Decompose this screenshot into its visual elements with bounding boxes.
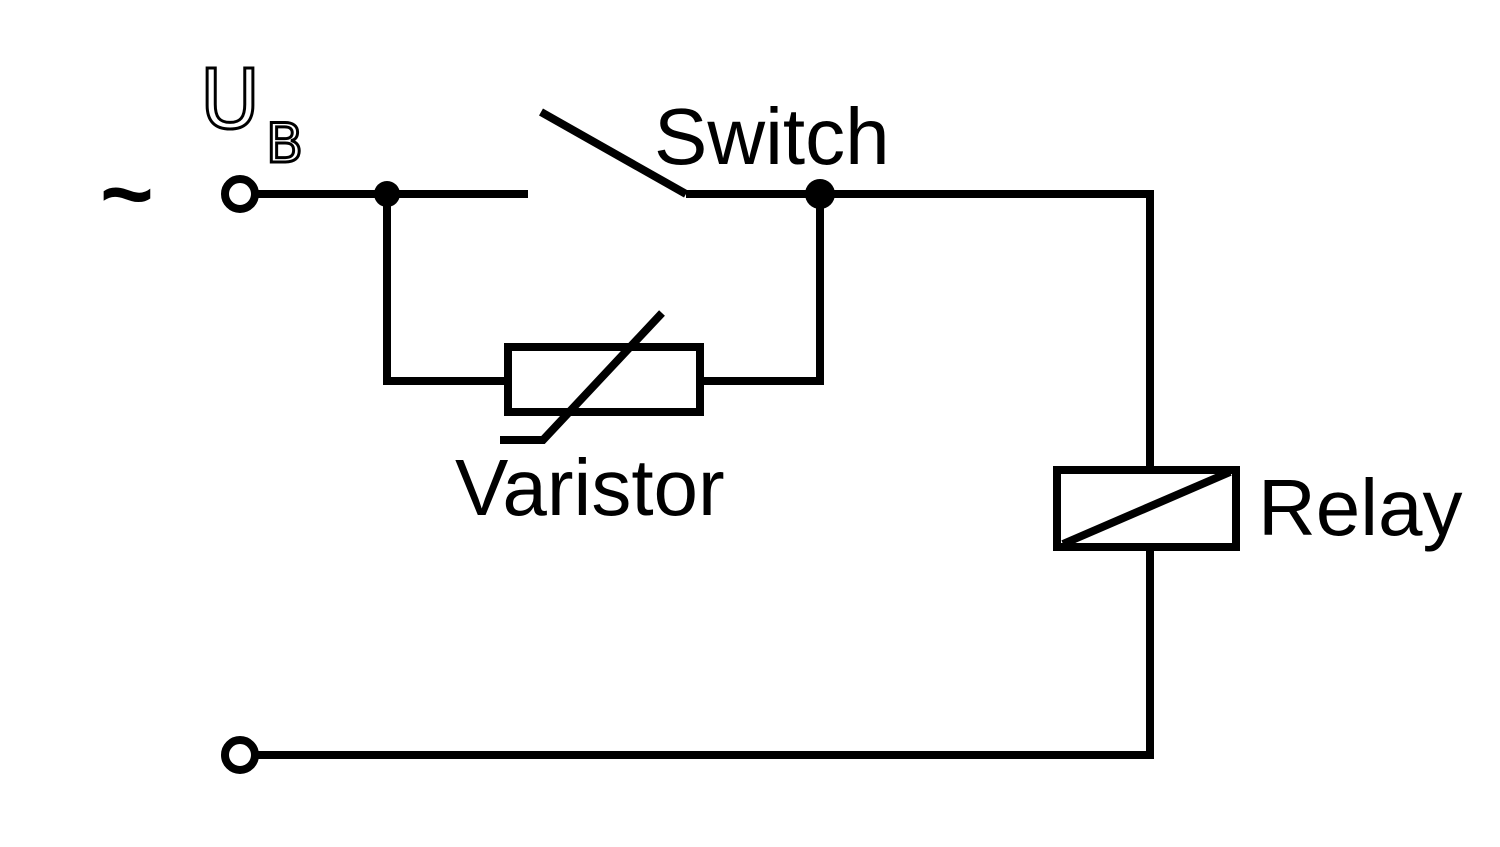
varistor-right-wire bbox=[700, 194, 824, 385]
bottom-terminal bbox=[221, 736, 259, 774]
varistor-left-wire bbox=[383, 194, 506, 385]
supply-voltage-subscript: B bbox=[266, 112, 303, 175]
supply-voltage-label: U bbox=[200, 53, 260, 148]
switch-label: Switch bbox=[654, 92, 890, 181]
switch-blade bbox=[539, 108, 688, 198]
relay-coil-diagonal bbox=[1061, 468, 1232, 548]
varistor-diagonal bbox=[500, 310, 665, 444]
junction-dot-left bbox=[374, 181, 400, 207]
top-terminal bbox=[221, 175, 259, 213]
ac-symbol: ~ bbox=[100, 143, 154, 245]
relay-label: Relay bbox=[1258, 463, 1463, 552]
top-wire-right bbox=[686, 190, 1154, 470]
junction-dot-right bbox=[805, 179, 835, 209]
varistor-body bbox=[504, 343, 704, 416]
bottom-return-wire bbox=[255, 547, 1154, 759]
varistor-label: Varistor bbox=[455, 443, 725, 532]
